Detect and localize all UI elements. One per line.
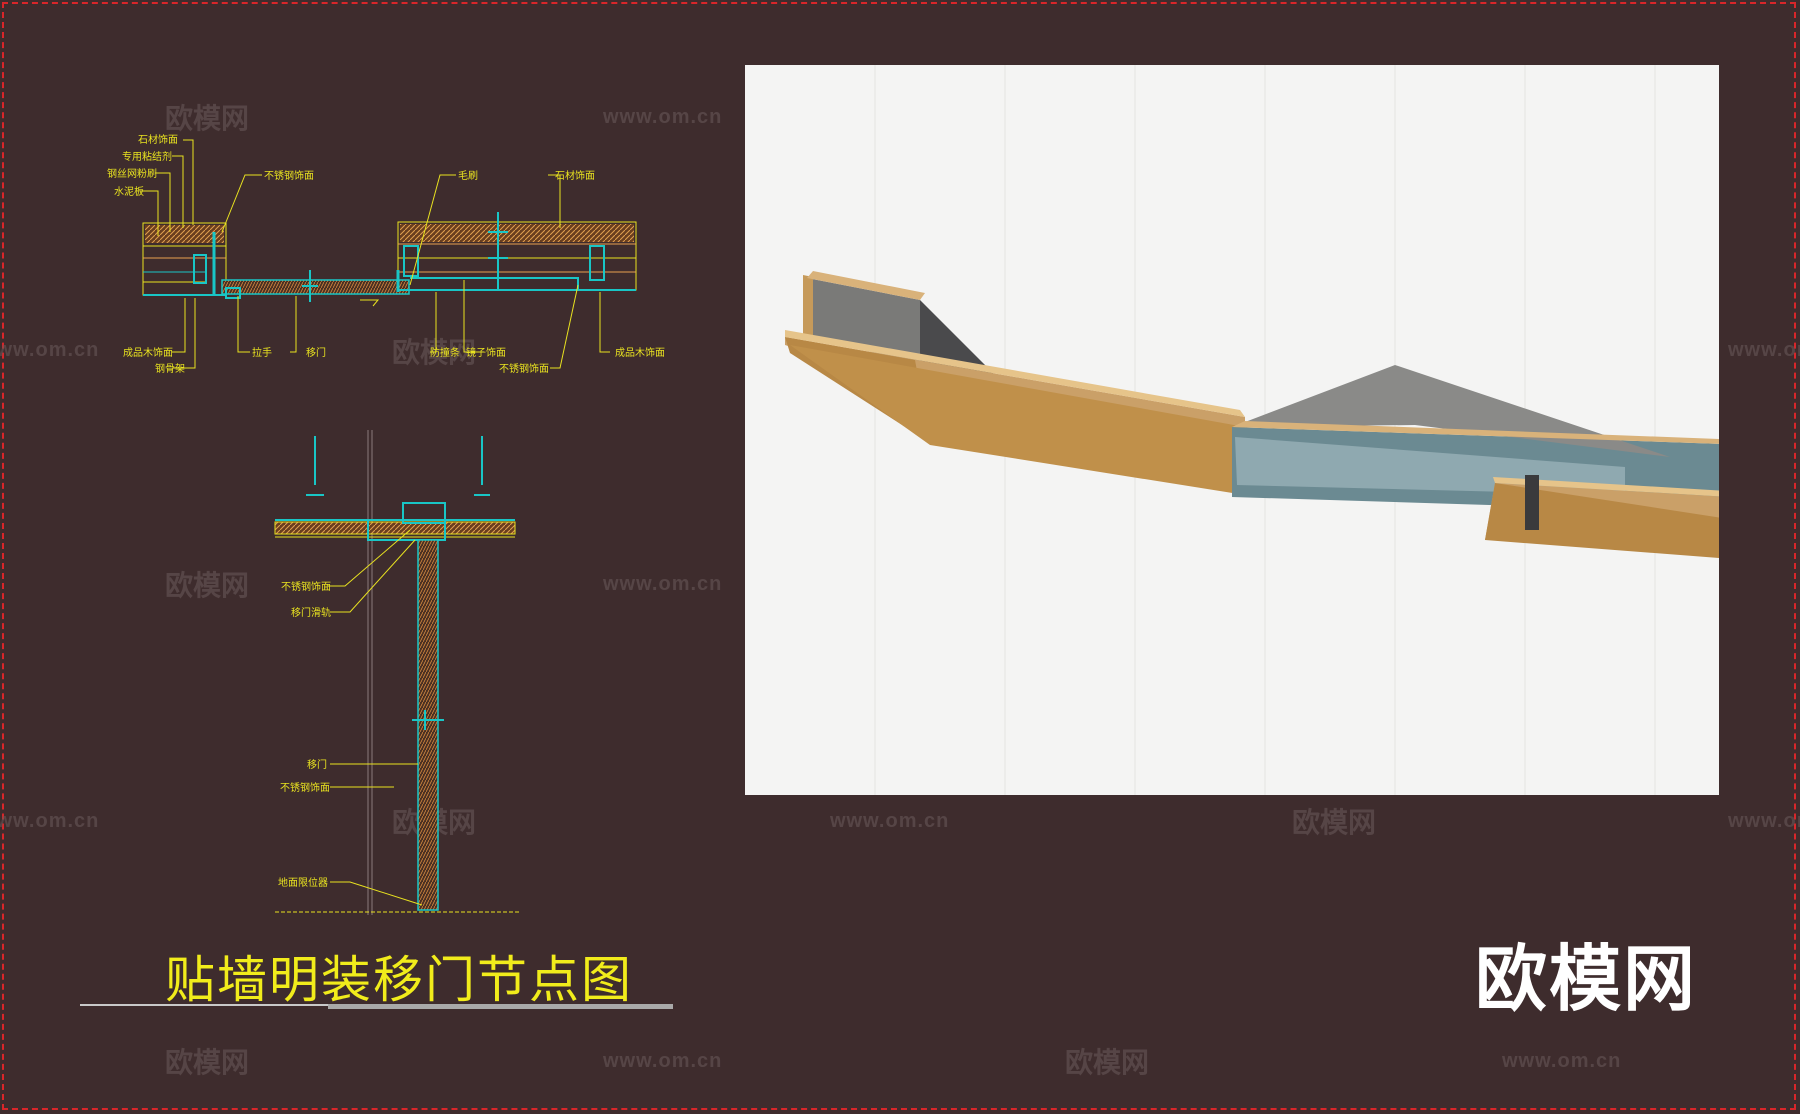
label-wood-right: 成品木饰面 [615, 346, 665, 359]
label-section-track: 移门滑轨 [291, 606, 331, 619]
watermark-url: www.om.cn [1727, 810, 1800, 832]
watermark-brand: 欧模网 [165, 569, 249, 602]
watermark-url: www.om.cn [0, 810, 99, 832]
label-buffer: 防撞条 [430, 346, 460, 359]
watermark-url: www.om.cn [1501, 1050, 1621, 1072]
label-section-stainless-b: 不锈钢饰面 [280, 781, 330, 794]
label-stainless-top: 不锈钢饰面 [264, 169, 314, 182]
watermark-url: www.om.cn [829, 810, 949, 832]
label-section-stainless-a: 不锈钢饰面 [281, 580, 331, 593]
label-stone-top: 石材饰面 [138, 133, 178, 146]
label-cement-board: 水泥板 [114, 185, 144, 198]
title-underline-thick [328, 1004, 673, 1009]
label-stone-right: 石材饰面 [555, 169, 595, 182]
watermark-url: www.om.cn [602, 106, 722, 128]
label-steel-frame: 钢骨架 [155, 362, 185, 375]
render-panel [745, 65, 1719, 795]
title-underline-thin [80, 1004, 330, 1006]
watermark-brand: 欧模网 [165, 102, 249, 135]
label-wood-left: 成品木饰面 [123, 346, 173, 359]
label-mesh: 钢丝网粉刷 [107, 167, 157, 180]
label-brush: 毛刷 [458, 170, 478, 182]
section-detail: 不锈钢饰面 移门滑轨 移门 不锈钢饰面 地面限位器 [274, 430, 520, 915]
watermark-url: www.om.cn [602, 573, 722, 595]
label-mirror: 镜子饰面 [466, 346, 506, 359]
label-section-door: 移门 [307, 758, 327, 771]
label-section-floor-stop: 地面限位器 [278, 876, 328, 889]
label-adhesive: 专用粘结剂 [122, 150, 172, 163]
plan-detail: 石材饰面 专用粘结剂 钢丝网粉刷 水泥板 不锈钢饰面 毛刷 石材饰面 成品木饰面… [107, 133, 665, 375]
watermark-brand: 欧模网 [165, 1046, 249, 1079]
3d-render-illustration [785, 65, 1719, 795]
brand-logo: 欧模网 [1475, 937, 1698, 1021]
watermark-url: www.om.cn [602, 1050, 722, 1072]
watermark-url: www.om.cn [1727, 339, 1800, 361]
label-handle: 拉手 [252, 346, 272, 359]
watermark-url: www.om.cn [0, 339, 99, 361]
drawing-title: 贴墙明装移门节点图 [165, 951, 633, 1009]
label-stainless-bottom: 不锈钢饰面 [499, 362, 549, 375]
watermark-brand: 欧模网 [1065, 1046, 1149, 1079]
watermark-brand: 欧模网 [1292, 806, 1376, 839]
label-door: 移门 [306, 346, 326, 359]
